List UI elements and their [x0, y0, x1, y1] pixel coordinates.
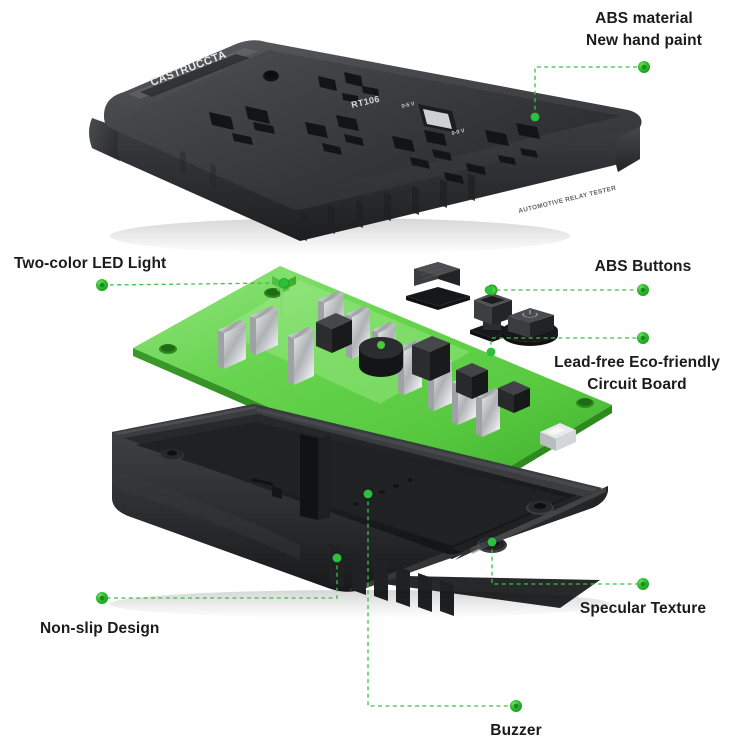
relay-contacts — [218, 291, 500, 437]
callout-leader-dots — [96, 61, 650, 712]
terminal-dot-core-two-color-led — [99, 282, 105, 288]
screw-boss-left — [160, 448, 184, 461]
callout-label-line1-specular-texture: Specular Texture — [579, 600, 707, 617]
callout-label-line2-circuit-board: Circuit Board — [587, 376, 687, 393]
side-engraving-text: AUTOMOTIVE RELAY TESTER — [518, 185, 617, 215]
callout-label-two-color-led: Two-color LED Light — [14, 253, 166, 275]
top-cover-assembly: CASTRUCCTA — [89, 40, 642, 254]
anchor-dot-abs-material — [530, 112, 540, 122]
screw-boss-right — [526, 501, 554, 515]
callout-label-abs-buttons: ABS Buttons — [595, 256, 692, 278]
leader-line-abs-material — [534, 66, 644, 117]
leader-line-two-color-led — [101, 282, 285, 286]
terminal-dot-core-abs-buttons — [640, 287, 646, 293]
anchor-dot-specular-texture — [487, 537, 497, 547]
device-window: 0-5 V 0-9 V — [401, 101, 465, 137]
bottom-housing-assembly — [110, 404, 610, 618]
callout-label-line1-non-slip-design: Non-slip Design — [40, 620, 160, 637]
abs-buttons-group — [406, 262, 558, 346]
callout-label-specular-texture: Specular Texture — [580, 598, 706, 620]
leader-line-non-slip-design — [102, 558, 338, 599]
callout-label-non-slip-design: Non-slip Design — [40, 618, 159, 640]
callout-label-line1-two-color-led: Two-color LED Light — [14, 255, 167, 272]
anchor-dot-circuit-board — [486, 347, 496, 357]
terminal-dot-core-specular-texture — [640, 581, 646, 587]
anchor-dot-two-color-led — [279, 278, 289, 288]
front-lip-ribs — [300, 173, 475, 241]
left-lip-ribs — [180, 150, 216, 188]
relay-blocks — [316, 313, 530, 413]
anchor-dot-non-slip-design — [332, 553, 342, 563]
power-button — [502, 308, 558, 346]
callout-label-line2-abs-material: New hand paint — [586, 32, 702, 49]
anchor-dot-abs-buttons — [484, 285, 494, 295]
rocker-switch — [406, 262, 470, 310]
callout-label-line1-buzzer: Buzzer — [490, 722, 542, 739]
terminal-dot-core-abs-material — [641, 64, 647, 70]
leader-line-specular-texture — [491, 542, 643, 585]
outlet-sockets — [209, 72, 540, 184]
terminal-dot-core-non-slip-design — [99, 595, 105, 601]
anchor-dot-buzzer — [363, 489, 373, 499]
callout-label-buzzer: Buzzer — [490, 720, 541, 742]
terminal-dot-core-circuit-board — [640, 335, 646, 341]
callout-label-line1-circuit-board: Lead-free Eco-friendly — [554, 354, 720, 371]
usb-port-component — [540, 423, 576, 451]
callout-leader-lines — [101, 66, 644, 707]
callout-label-line1-abs-buttons: ABS Buttons — [594, 258, 692, 275]
buzzer-component — [359, 337, 403, 377]
svg-text:0-9 V: 0-9 V — [451, 128, 465, 137]
terminal-dot-core-buzzer — [513, 703, 519, 709]
callout-label-line1-abs-material: ABS material — [595, 10, 693, 27]
svg-text:0-5 V: 0-5 V — [401, 101, 415, 110]
